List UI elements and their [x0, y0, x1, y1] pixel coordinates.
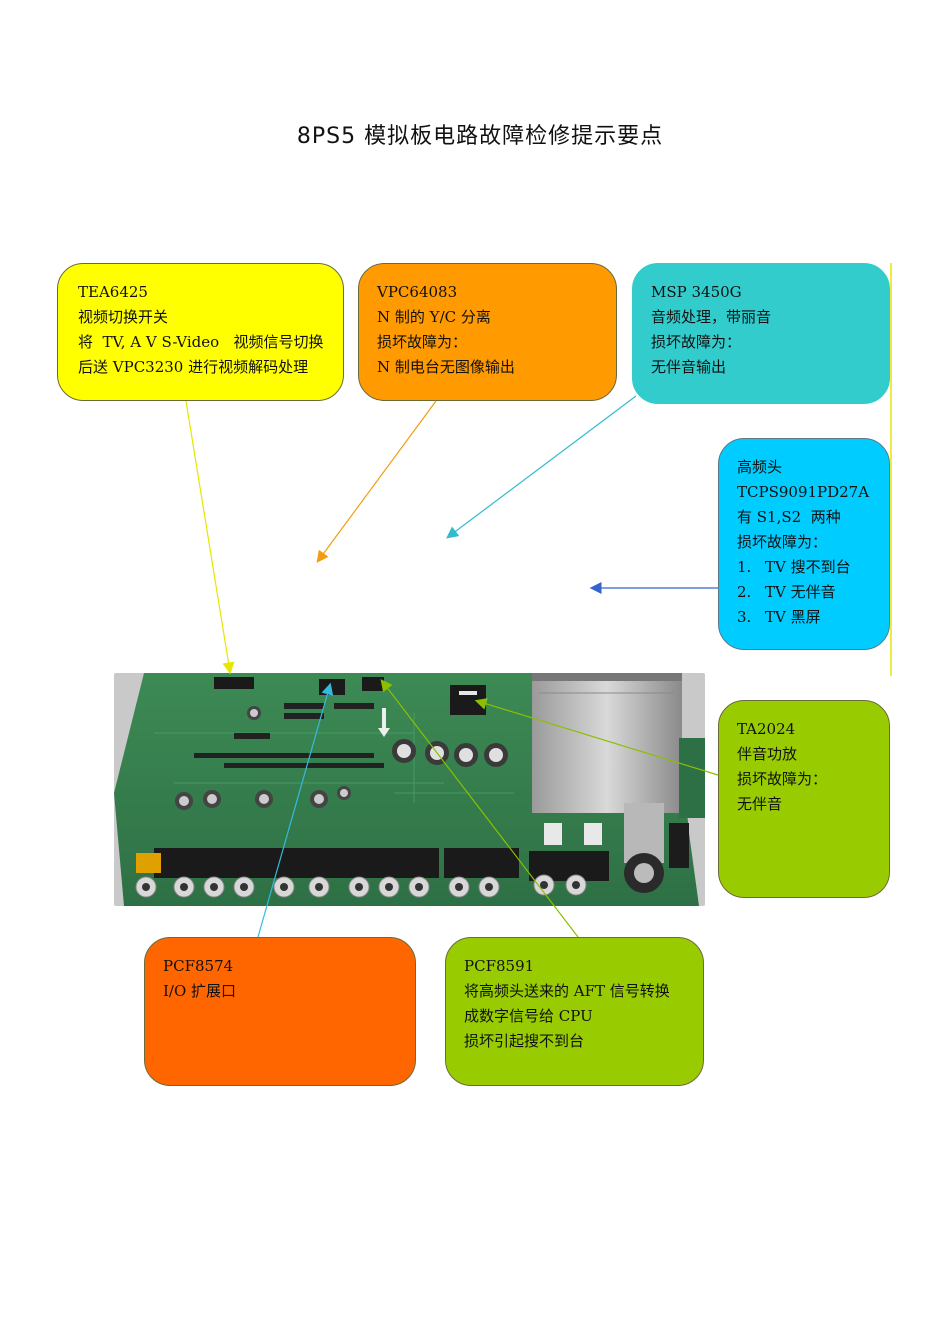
callout-pcf8591: PCF8591 将高频头送来的 AFT 信号转换 成数字信号给 CPU 损坏引起…: [445, 937, 704, 1086]
circuit-board-photo: [114, 673, 705, 906]
callout-line: 伴音功放: [737, 745, 798, 763]
callout-line: I/O 扩展口: [163, 982, 237, 1000]
callout-line: PCF8591: [464, 957, 535, 975]
callout-line: PCF8574: [163, 957, 234, 975]
list-text: TV 搜不到台: [765, 558, 851, 576]
arrow-vpc64083: [316, 400, 437, 563]
list-number: 3.: [737, 608, 752, 626]
callout-line: TEA6425: [78, 283, 148, 301]
callout-line: MSP 3450G: [651, 283, 742, 301]
callout-line: 损坏故障为：: [377, 333, 468, 351]
callout-line: 高频头: [737, 458, 783, 476]
list-text: TV 黑屏: [765, 608, 821, 626]
callout-line: 成数字信号给 CPU: [464, 1007, 593, 1025]
callout-line: 损坏故障为：: [737, 770, 828, 788]
fault-list-item: 3. TV 黑屏: [737, 605, 871, 630]
callout-line: TA2024: [737, 720, 796, 738]
list-number: 1.: [737, 558, 752, 576]
callout-line: 损坏引起搜不到台: [464, 1032, 585, 1050]
callout-pcf8574: PCF8574 I/O 扩展口: [144, 937, 416, 1086]
callout-line: VPC64083: [377, 283, 458, 301]
callout-line: 视频切换开关: [78, 308, 169, 326]
callout-line: 有 S1,S2 两种: [737, 508, 841, 526]
callout-line: N 制电台无图像输出: [377, 358, 515, 376]
callout-ta2024: TA2024 伴音功放 损坏故障为： 无伴音: [718, 700, 890, 898]
callout-line: 音频处理，带丽音: [651, 308, 772, 326]
callout-line: 无伴音: [737, 795, 783, 813]
callout-tuner: 高频头 TCPS9091PD27A 有 S1,S2 两种 损坏故障为： 1. TV…: [718, 438, 890, 650]
callout-line: TCPS9091PD27A: [737, 483, 870, 501]
callout-vpc64083: VPC64083 N 制的 Y/C 分离 损坏故障为： N 制电台无图像输出: [358, 263, 617, 401]
fault-list-item: 1. TV 搜不到台: [737, 555, 871, 580]
fault-list-item: 2. TV 无伴音: [737, 580, 871, 605]
callout-msp3450g: MSP 3450G 音频处理，带丽音 损坏故障为： 无伴音输出: [632, 263, 890, 404]
arrow-tea6425: [185, 400, 235, 675]
callout-line: 无伴音输出: [651, 358, 727, 376]
callout-line: 将高频头送来的 AFT 信号转换: [464, 982, 670, 1000]
list-number: 2.: [737, 583, 752, 601]
callout-tea6425: TEA6425 视频切换开关 将 TV, A V S-Video 视频信号切换 …: [57, 263, 344, 401]
callout-line: 将 TV, A V S-Video 视频信号切换: [78, 333, 324, 351]
callout-line: 后送 VPC3230 进行视频解码处理: [78, 358, 309, 376]
callout-line: 损坏故障为：: [737, 533, 828, 551]
page-title: 8PS5 模拟板电路故障检修提示要点: [296, 124, 664, 149]
arrow-msp3450g: [446, 395, 637, 539]
callout-line: N 制的 Y/C 分离: [377, 308, 491, 326]
list-text: TV 无伴音: [765, 583, 836, 601]
callout-line: 损坏故障为：: [651, 333, 742, 351]
